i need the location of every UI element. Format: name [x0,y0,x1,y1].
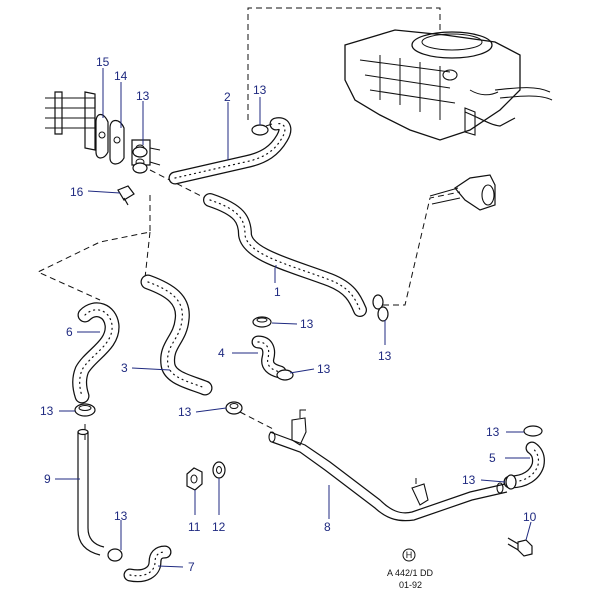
reference-symbol: H [406,550,413,560]
nut-11 [186,467,203,491]
reference-symbol-circle [402,548,416,562]
leader-lines [55,68,532,568]
bolt-10 [507,537,533,557]
clamp-13-hose5-bottom [505,474,517,490]
callout-13-hose4-top: 13 [300,317,314,331]
pipe-9 [77,428,105,556]
hose-5 [503,441,545,489]
hose-7 [123,545,172,583]
reference-block: H A 442/1 DD 01-92 [387,548,434,590]
hose-1 [203,193,367,317]
callout-labels: 1 2 3 4 5 6 7 8 9 10 11 12 13 13 13 13 1… [40,55,537,574]
callout-13-hose2: 13 [253,83,267,97]
callout-13-hose4-bottom: 13 [317,362,331,376]
callout-7: 7 [188,560,195,574]
washer-12 [212,461,226,479]
callout-13-pipe9: 13 [114,509,128,523]
hose-2 [168,117,292,185]
callout-13-bracket: 13 [136,89,150,103]
callout-10: 10 [523,510,537,524]
callout-13-hose5-bottom: 13 [462,473,476,487]
callout-12: 12 [212,520,226,534]
hose-3 [140,274,213,396]
engine-block [344,29,553,141]
callout-16: 16 [70,185,84,199]
callout-13-hose3: 13 [178,405,192,419]
callout-1: 1 [274,285,281,299]
hose-4 [251,335,287,379]
callout-14: 14 [114,69,128,83]
clamp-13-bracket [132,146,148,174]
callout-8: 8 [324,520,331,534]
callout-13-hose6: 13 [40,404,54,418]
screw-16 [117,185,135,206]
clamp-13-pipe9 [107,548,123,562]
reference-date: 01-92 [399,580,422,590]
callout-13-hose1: 13 [378,349,392,363]
pipe-8 [268,409,508,522]
callout-5: 5 [489,451,496,465]
clamp-13-hose1 [372,294,389,322]
callout-6: 6 [66,325,73,339]
callout-13-hose5-top: 13 [486,425,500,439]
clamp-13-hose3 [225,401,243,415]
engine-outlet-fitting [429,174,496,211]
callout-15: 15 [96,55,110,69]
clamp-13-hose6 [74,403,96,417]
clamp-13-hose4-top [252,316,272,328]
hose-clamps [74,123,543,562]
hose-6 [72,302,120,404]
callout-2: 2 [224,90,231,104]
callout-11: 11 [188,520,201,534]
callout-3: 3 [121,361,128,375]
callout-4: 4 [218,346,225,360]
clamp-13-hose5-top [523,425,543,437]
callout-9: 9 [44,472,51,486]
clamp-13-hose2 [251,123,273,136]
clamp-13-hose4-bottom [276,369,294,381]
reference-code: A 442/1 DD [387,568,434,578]
